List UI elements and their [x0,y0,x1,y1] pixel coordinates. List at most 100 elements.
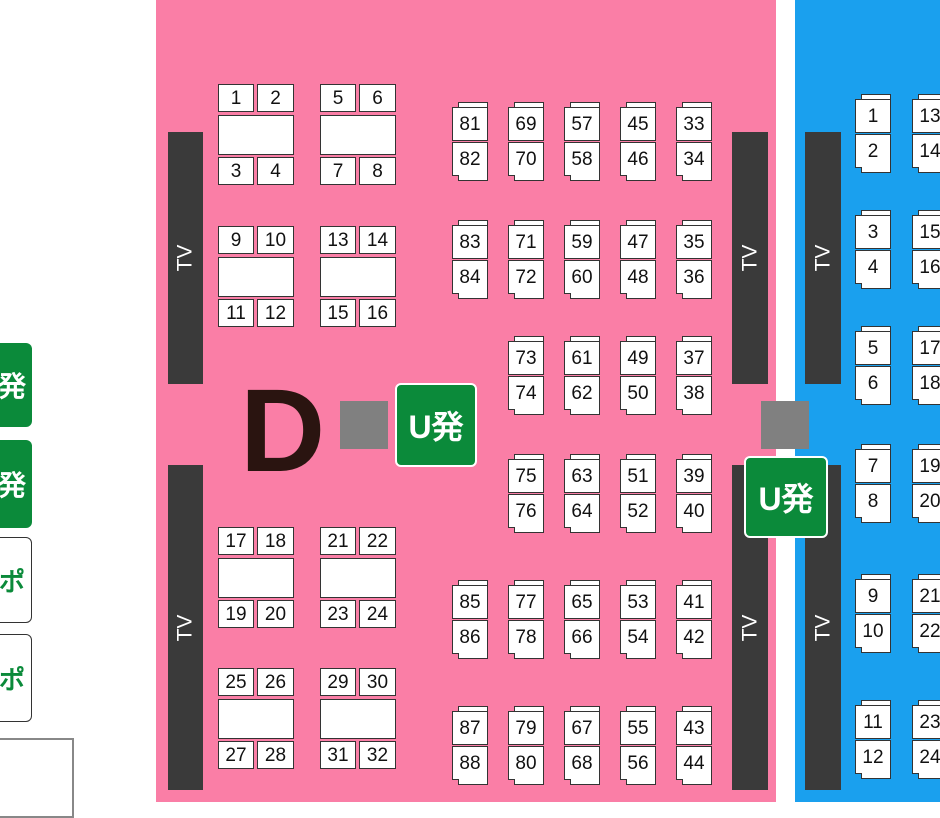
machine: 45 [620,107,656,141]
machine: 68 [564,746,600,780]
u-badge-2-label: U発 [758,481,814,517]
tv-label: TV [811,614,834,641]
table-blank [218,115,294,155]
seat: 2 [257,84,294,112]
machine-tab [861,700,891,706]
machine-tab [626,102,656,108]
machine-tab [861,283,891,289]
machine-tab [682,220,712,226]
machine-tab [626,706,656,712]
table-blank [218,558,294,598]
seat: 27 [218,741,254,769]
machine: 37 [676,341,712,375]
machine: 71 [508,225,544,259]
machine: 20 [912,484,940,518]
machine-tab [861,647,891,653]
machine: 74 [508,376,544,410]
machine: 19 [912,449,940,483]
seat: 28 [257,741,294,769]
machine-tab [570,220,600,226]
seat: 24 [359,600,396,628]
machine: 61 [564,341,600,375]
machine-tab [682,653,712,659]
machine-tab [570,527,600,533]
machine: 66 [564,620,600,654]
tv-right-top: TV [805,132,841,384]
machine-tab [918,326,940,332]
seat: 32 [359,741,396,769]
left-badge-3: ポ [0,537,32,623]
seat: 25 [218,668,254,696]
machine: 54 [620,620,656,654]
machine: 55 [620,711,656,745]
seat: 9 [218,226,254,254]
table-blank [218,699,294,739]
machine-tab [514,409,544,415]
machine-tab [626,527,656,533]
machine-tab [514,102,544,108]
seat: 5 [320,84,356,112]
machine: 59 [564,225,600,259]
machine: 47 [620,225,656,259]
machine-tab [570,706,600,712]
machine: 14 [912,134,940,168]
machine-tab [918,94,940,100]
machine-tab [514,527,544,533]
seat: 6 [359,84,396,112]
tv-label: TV [738,614,761,641]
machine-tab [861,517,891,523]
machine: 6 [855,366,891,400]
tv-label: TV [173,244,197,272]
machine-tab [458,102,488,108]
machine: 11 [855,705,891,739]
machine: 2 [855,134,891,168]
machine: 82 [452,142,488,176]
machine-tab [570,779,600,785]
machine-tab [626,653,656,659]
machine: 87 [452,711,488,745]
machine: 57 [564,107,600,141]
machine: 44 [676,746,712,780]
machine-tab [861,574,891,580]
tv-left-bottom: TV [168,465,203,790]
machine-tab [570,102,600,108]
seat: 14 [359,226,396,254]
machine-tab [682,454,712,460]
machine-tab [626,293,656,299]
machine-tab [861,210,891,216]
machine: 48 [620,260,656,294]
machine: 88 [452,746,488,780]
seat: 15 [320,299,356,327]
machine: 73 [508,341,544,375]
machine: 83 [452,225,488,259]
seat: 13 [320,226,356,254]
machine: 16 [912,250,940,284]
machine-tab [918,574,940,580]
machine: 34 [676,142,712,176]
machine: 53 [620,585,656,619]
left-badge-2: 発 [0,440,32,528]
machine-tab [514,779,544,785]
machine: 52 [620,494,656,528]
seat: 8 [359,157,396,185]
machine: 75 [508,459,544,493]
left-badge-4: ポ [0,634,32,722]
machine-tab [682,175,712,181]
machine-tab [861,773,891,779]
machine: 79 [508,711,544,745]
left-badge-4-label: ポ [0,664,25,695]
machine-tab [861,399,891,405]
machine: 49 [620,341,656,375]
tv-label: TV [811,244,834,272]
machine-tab [682,409,712,415]
seat: 17 [218,527,254,555]
seat: 4 [257,157,294,185]
machine-tab [570,653,600,659]
machine-tab [514,706,544,712]
gray-marker-1 [340,401,388,449]
machine-tab [626,779,656,785]
tv-label: TV [173,614,197,641]
machine: 21 [912,579,940,613]
machine: 15 [912,215,940,249]
machine-tab [682,293,712,299]
